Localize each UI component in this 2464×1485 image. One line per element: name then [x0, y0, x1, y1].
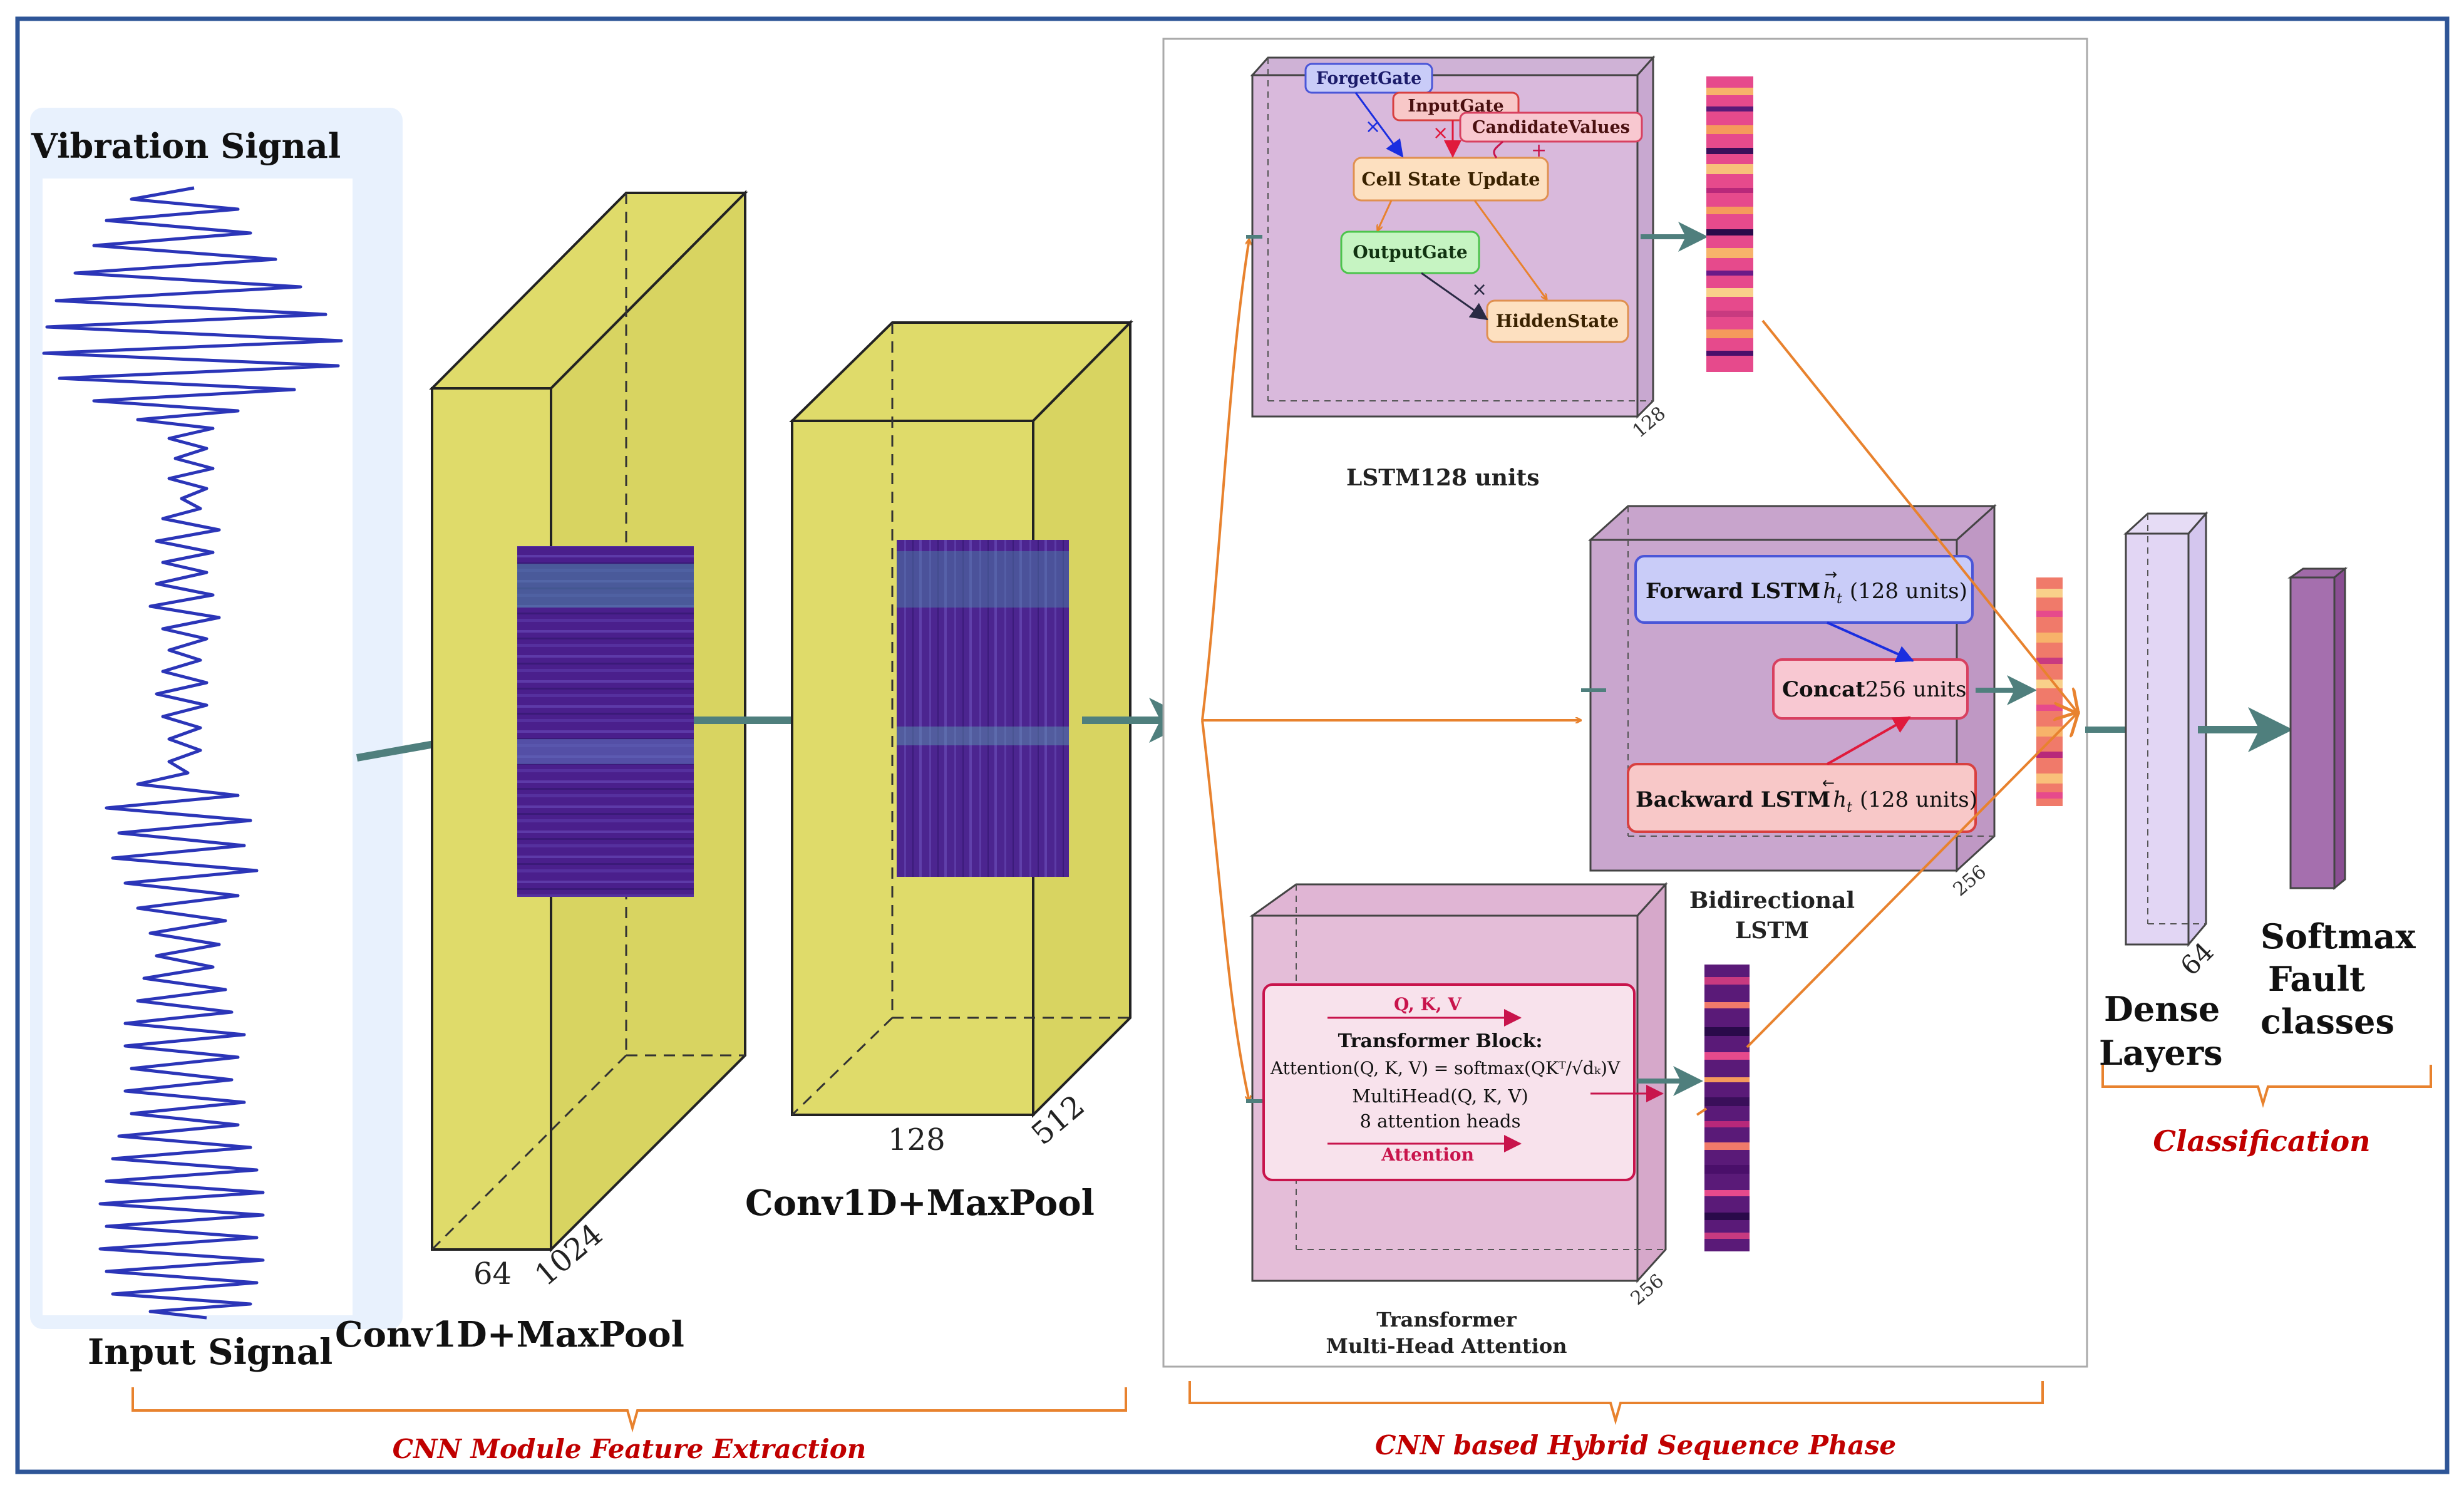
output-gate-box	[1340, 230, 1480, 274]
phase-braces	[131, 1065, 2432, 1433]
qkv-label: Q, K, V	[1394, 994, 1462, 1015]
conv2-depth-label: 128	[888, 1122, 946, 1157]
forget-gate-label: ForgetGate	[1316, 69, 1422, 88]
hidden-state-label: HiddenState	[1496, 311, 1619, 331]
conv2-caption: Conv1D+MaxPool	[745, 1182, 1095, 1224]
concat-label: Concat256 units	[1782, 677, 1966, 702]
input-title: Vibration Signal	[31, 126, 341, 166]
softmax-layer: Softmax Fault classes	[2260, 566, 2416, 1042]
transformer-block: Q, K, V Transformer Block: Attention(Q, …	[1246, 882, 1668, 1358]
outer-frame	[15, 16, 2450, 1474]
transformer-caption-line2: Multi-Head Attention	[1326, 1334, 1567, 1358]
conv2-feature-map	[897, 540, 1069, 877]
softmax-caption-line1: Softmax	[2260, 916, 2416, 956]
cell-state-box	[1353, 157, 1549, 202]
transformer-caption-line1: Transformer	[1376, 1308, 1517, 1332]
forward-arrow-mark: →	[1825, 566, 1837, 583]
classification-brace	[2101, 1065, 2432, 1109]
cnn-brace	[131, 1387, 1127, 1433]
input-caption: Input Signal	[88, 1332, 332, 1373]
dense-caption-line1: Dense	[2104, 989, 2220, 1029]
forget-mul-op: ×	[1365, 116, 1381, 138]
merge-arrows	[1696, 319, 2078, 1116]
candidate-values-box	[1459, 111, 1643, 143]
multihead-label: MultiHead(Q, K, V)	[1352, 1085, 1528, 1107]
output-mul-op: ×	[1472, 279, 1487, 301]
forward-lstm-box	[1634, 555, 1974, 624]
dense-layer: 64 Dense Layers	[2099, 511, 2223, 1073]
bilstm-caption-line1: Bidirectional	[1689, 887, 1855, 914]
conv1-caption: Conv1D+MaxPool	[335, 1314, 684, 1355]
bilstm-output-strip	[2036, 577, 2063, 806]
classification-phase-label: Classification	[2153, 1124, 2370, 1158]
hybrid-brace	[1188, 1381, 2044, 1425]
dense-caption-line2: Layers	[2099, 1033, 2223, 1073]
backward-lstm-box	[1627, 763, 1977, 833]
conv1-depth-label: 64	[473, 1256, 512, 1291]
transformer-output-strip	[1704, 965, 1750, 1251]
hidden-state-box	[1486, 299, 1629, 343]
softmax-caption-line2: Fault	[2268, 959, 2365, 999]
lstm-caption: LSTM128 units	[1346, 465, 1540, 491]
transformer-block-title: Transformer Block:	[1338, 1030, 1543, 1052]
forget-gate-box	[1304, 63, 1433, 94]
concat-box	[1772, 658, 1969, 720]
attention-label: Attention	[1381, 1144, 1474, 1165]
attention-formula: Attention(Q, K, V) = softmax(QKᵀ/√dₖ)V	[1270, 1058, 1621, 1079]
bilstm-caption-line2: LSTM	[1735, 918, 1809, 944]
fan-out-arrows	[1201, 239, 1581, 1101]
input-panel: Vibration Signal Input Signal	[30, 108, 403, 1373]
heads-label: 8 attention heads	[1360, 1110, 1521, 1132]
conv-block-1: 64 1024 Conv1D+MaxPool	[335, 190, 748, 1355]
input-mul-op: ×	[1433, 122, 1448, 144]
lstm-output-strip	[1706, 76, 1753, 372]
conv-block-2: 128 512 Conv1D+MaxPool	[745, 319, 1133, 1224]
candidate-values-label: CandidateValues	[1472, 118, 1630, 137]
softmax-caption-line3: classes	[2260, 1001, 2394, 1042]
transformer-inner-box	[1262, 983, 1636, 1181]
cnn-phase-label: CNN Module Feature Extraction	[393, 1434, 867, 1464]
lstm-block: ForgetGate InputGate CandidateValues Cel…	[1246, 55, 1670, 491]
output-gate-label: OutputGate	[1353, 242, 1467, 262]
vibration-signal-waveform	[42, 186, 343, 1320]
cell-state-label: Cell State Update	[1361, 168, 1540, 190]
hybrid-phase-label: CNN based Hybrid Sequence Phase	[1375, 1430, 1896, 1461]
backward-arrow-mark: ←	[1822, 774, 1835, 792]
candidate-add-op: +	[1531, 140, 1547, 162]
